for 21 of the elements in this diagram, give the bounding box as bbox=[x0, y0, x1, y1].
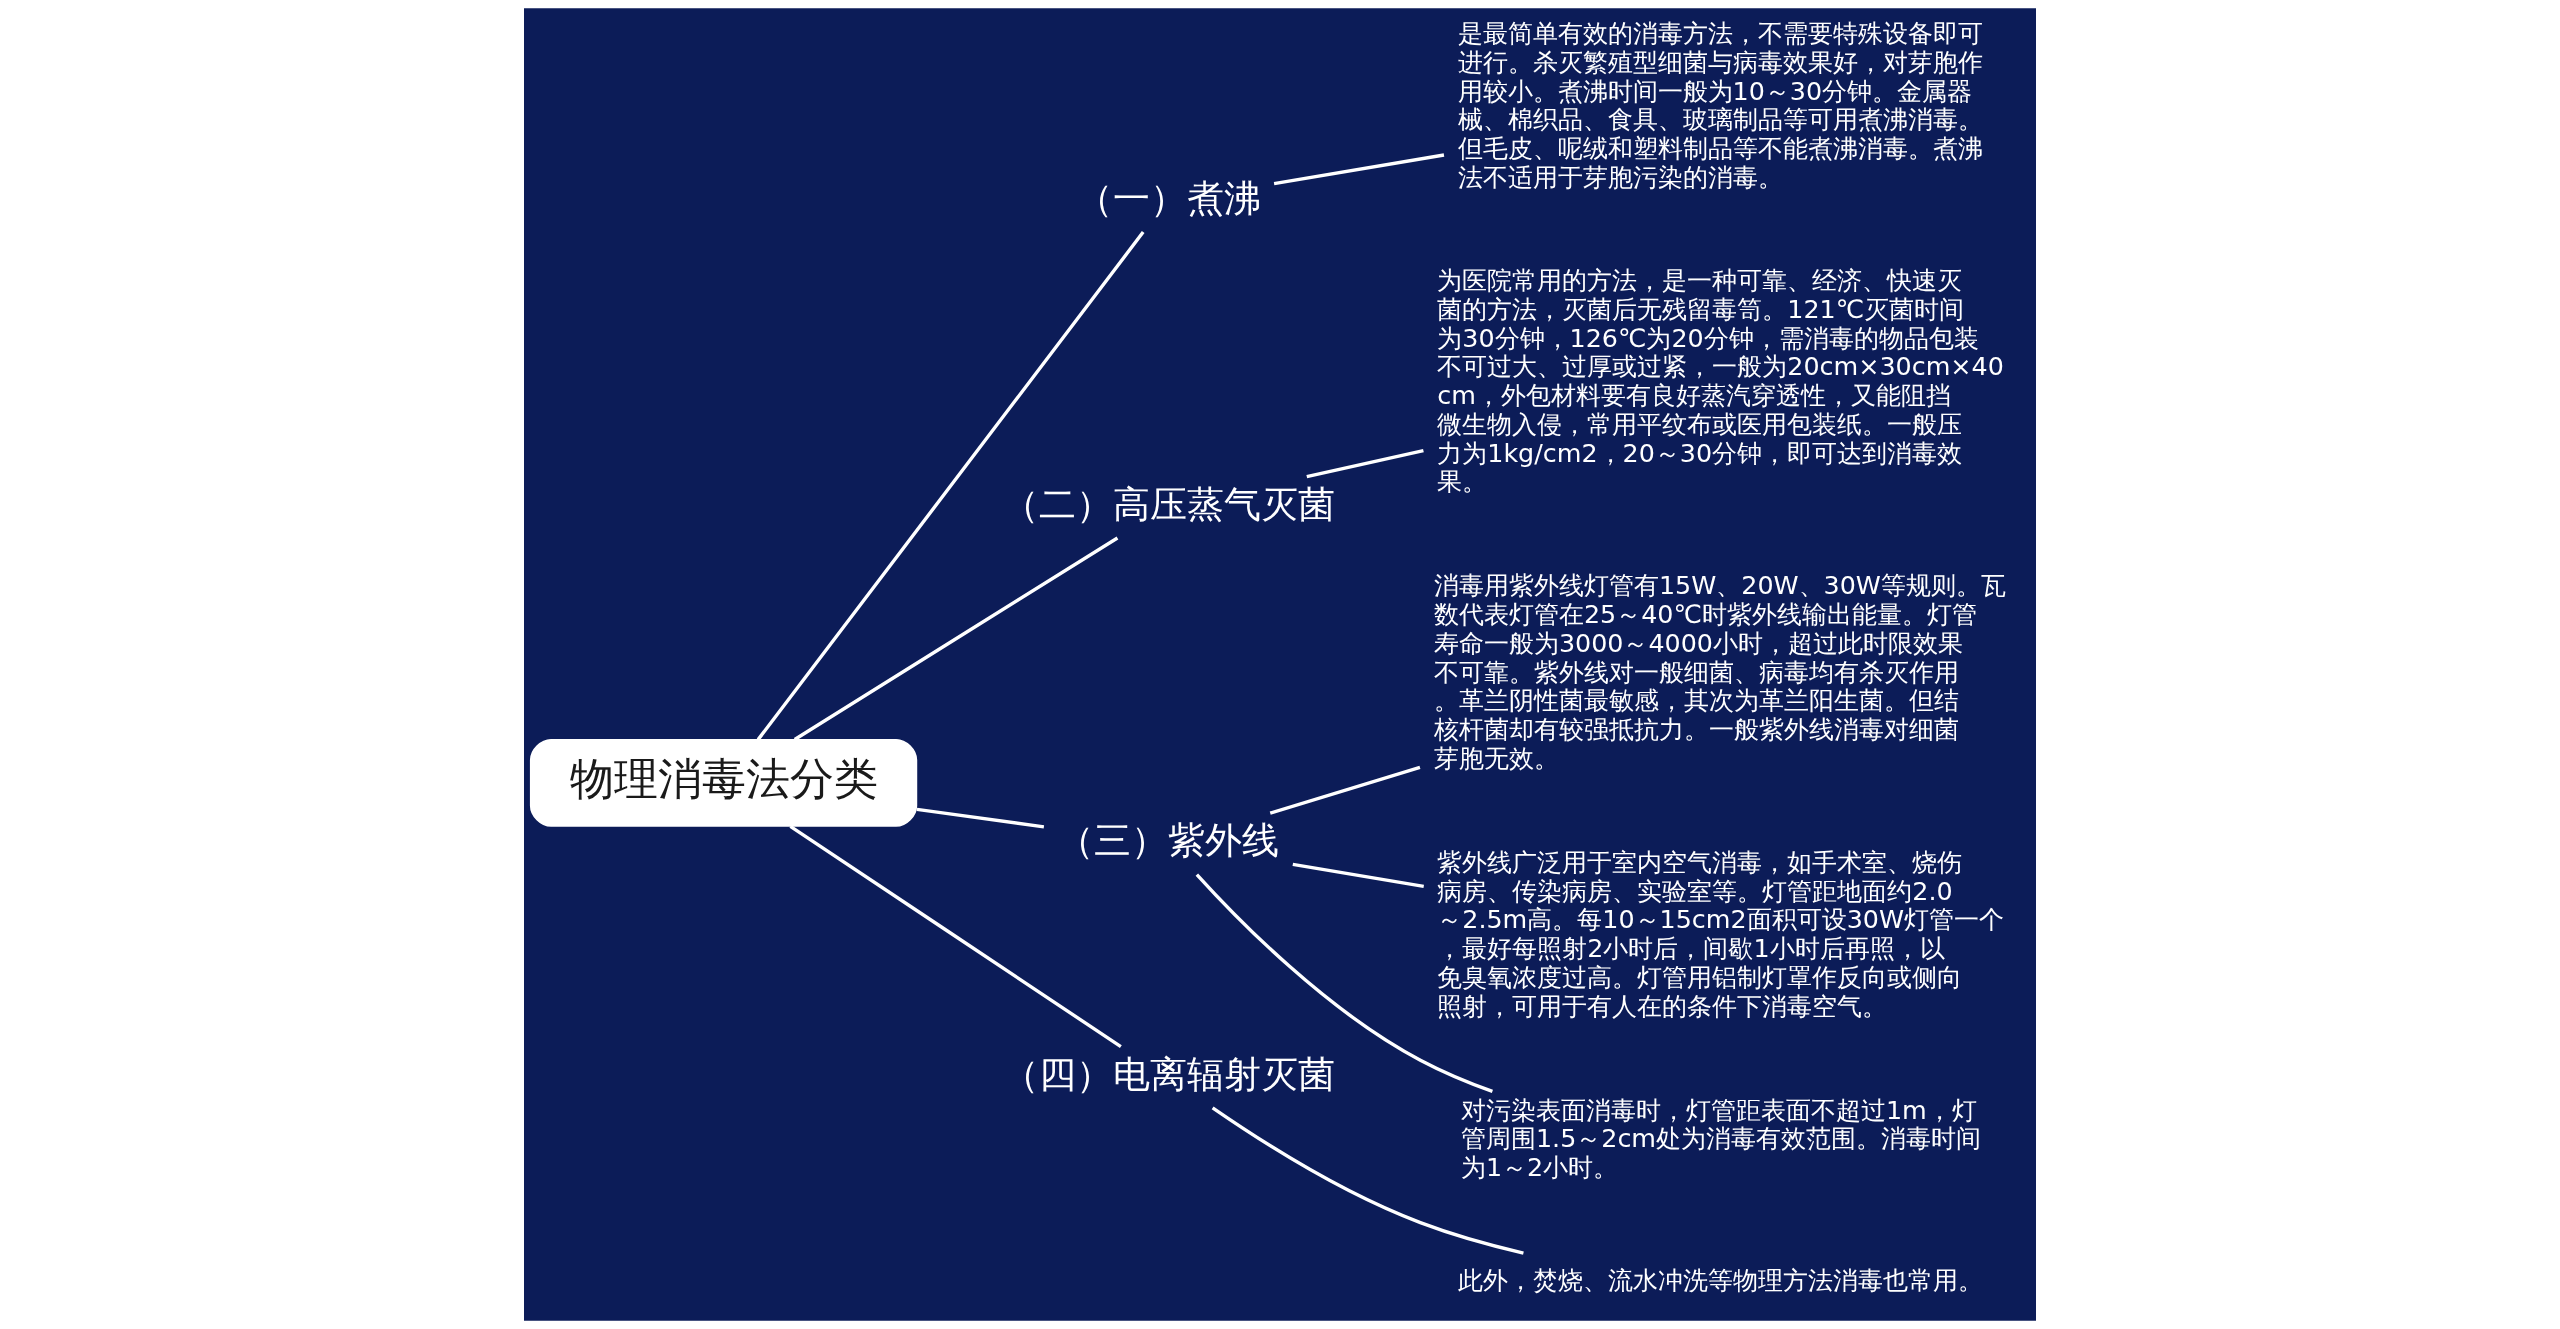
connector bbox=[1273, 153, 1445, 186]
node-box: 物理消毒法分类 bbox=[529, 738, 918, 827]
node-text: （二）高压蒸气灭菌 bbox=[1001, 481, 1335, 526]
connector bbox=[1269, 765, 1421, 815]
node-text: 紫外线广泛用于室内空气消毒，如手术室、烧伤病房、传染病房、实验室等。灯管距地面约2.0～2.5m高。每10～15cm2面积可设30W灯管一个，最好每照射2小时后，间歇1小时后再照，以免臭氧浓度过高。灯管用铝制灯罩作反向或侧向照射，可用于有人在的条件下消毒空气。 bbox=[1437, 846, 2004, 1021]
node-text: 此外，焚烧、流水冲洗等物理方法消毒也常用。 bbox=[1457, 1265, 1983, 1296]
connector bbox=[916, 807, 1045, 829]
connector bbox=[793, 536, 1119, 741]
node-text: （四）电离辐射灭菌 bbox=[1001, 1051, 1335, 1096]
node-text: 为医院常用的方法，是一种可靠、经济、快速灭菌的方法，灭菌后无残留毒笥。121℃灭菌时间为30分钟，126℃为20分钟，需消毒的物品包装不可过大、过厚或过紧，一般为20cm×30cm×40cm，外包材料要有良好蒸汽穿透性，又能阻挡微生物入侵，常用平纹布或医用包装纸。一般压力为1kg/cm2，20～30分钟，即可达到消毒效果。 bbox=[1437, 265, 2004, 497]
node-text: 是最简单有效的消毒方法，不需要特殊设备即可进行。杀灭繁殖型细菌与病毒效果好，对芽胞作用较小。煮沸时间一般为10～30分钟。金属器械、棉织品、食具、玻璃制品等可用煮沸消毒。但毛皮、呢绒和塑料制品等不能煮沸消毒。煮沸法不适用于芽胞污染的消毒。 bbox=[1457, 18, 1983, 192]
connector bbox=[1306, 449, 1424, 479]
node-text: （三）紫外线 bbox=[1057, 818, 1280, 863]
connector bbox=[1211, 1106, 1524, 1255]
node-text: 消毒用紫外线灯管有15W、20W、30W等规则。瓦数代表灯管在25～40℃时紫外线输出能量。灯管寿命一般为3000～4000小时，超过此时限效果不可靠。紫外线对一般细菌、病毒均有杀灭作用。革兰阴性菌最敏感，其次为革兰阳生菌。但结核杆菌却有较强抵抗力。一般紫外线消毒对细菌芽胞无效。 bbox=[1433, 570, 2006, 773]
connector bbox=[789, 824, 1122, 1049]
node-text: 对污染表面消毒时，灯管距表面不超过1m，灯管周围1.5～2cm处为消毒有效范围。消毒时间为1～2小时。 bbox=[1460, 1094, 1982, 1183]
node-text: （一）煮沸 bbox=[1075, 175, 1261, 220]
connector bbox=[1195, 873, 1493, 1093]
connector bbox=[1292, 862, 1424, 889]
connector bbox=[756, 231, 1145, 741]
